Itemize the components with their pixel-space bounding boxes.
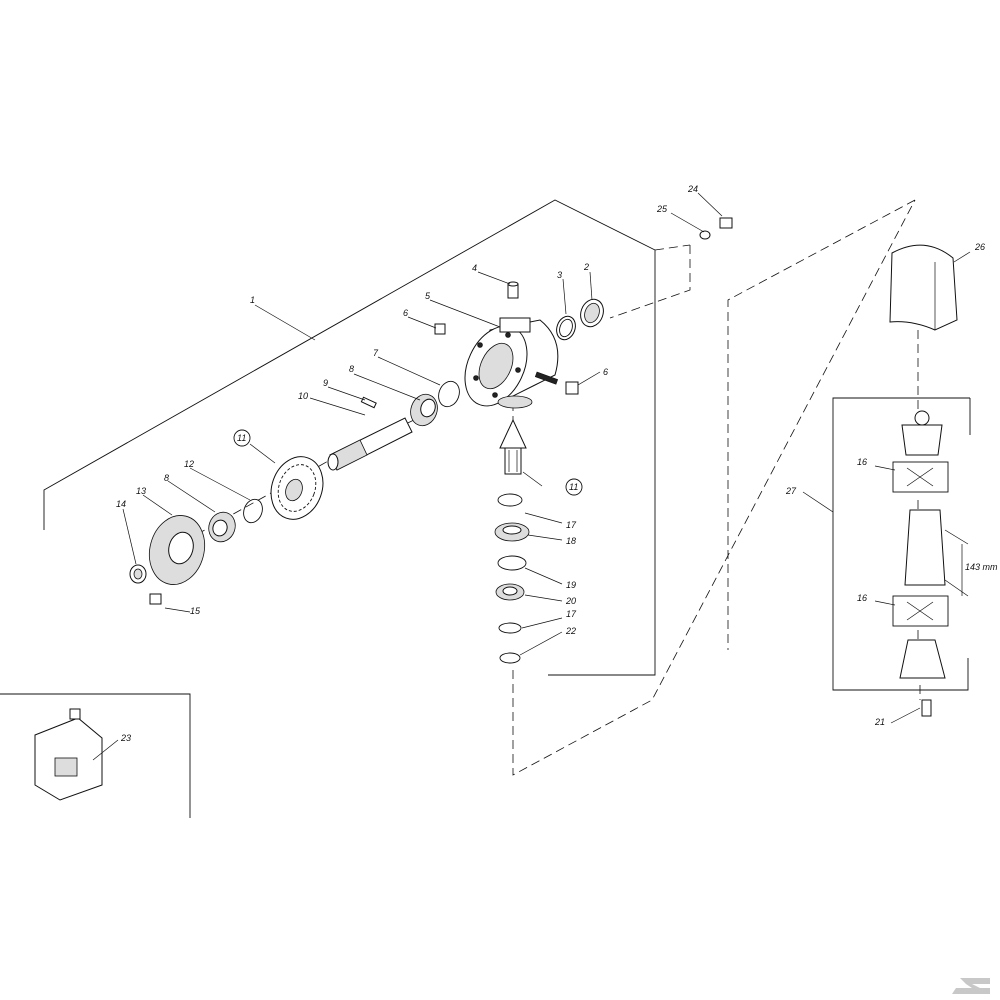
yoke-lower: [899, 639, 946, 679]
part-label-4: 4: [472, 263, 477, 273]
part-label-1: 1: [250, 295, 255, 305]
part-label-9: 9: [323, 378, 328, 388]
part-label-5: 5: [425, 291, 431, 301]
center-yoke: [904, 509, 946, 586]
cover-bolt: [149, 593, 162, 605]
part-label-24: 24: [687, 184, 698, 194]
shield-guard: [889, 244, 958, 331]
part-label-6-side: 6: [603, 367, 608, 377]
part-label-6-upper: 6: [403, 308, 408, 318]
part-label-23: 23: [120, 733, 131, 743]
lower-shim-lower: [498, 622, 522, 634]
drain-plug-side: [534, 371, 579, 395]
bolt-21: [921, 699, 932, 717]
part-label-18: 18: [566, 536, 576, 546]
circlip-22: [499, 652, 521, 664]
taper-bearing-lower: [208, 511, 236, 543]
bearing-cover: [148, 515, 206, 585]
part-label-26: 26: [974, 242, 985, 252]
taper-bearing-upper: [410, 393, 438, 427]
washer-25: [699, 230, 711, 240]
part-labels: 1 2 3 4 5 6 6 7 8 9 10 11 11 12 8 13 14 …: [116, 184, 998, 743]
part-label-17-lower: 17: [566, 609, 577, 619]
dimension-marker: [944, 529, 969, 597]
part-label-8-lower: 8: [164, 473, 169, 483]
part-label-13: 13: [136, 486, 146, 496]
part-label-21: 21: [874, 717, 885, 727]
part-label-12: 12: [184, 459, 194, 469]
part-label-14: 14: [116, 499, 126, 509]
bearing-18: [494, 522, 530, 542]
part-label-16-upper: 16: [857, 457, 867, 467]
kramp-k-logo-icon: [952, 978, 990, 994]
group-27-outline: [832, 397, 971, 691]
cross-kit-upper: [892, 461, 949, 493]
part-label-3: 3: [557, 270, 562, 280]
part-label-8-upper: 8: [349, 364, 354, 374]
part-label-11-gear: 11: [237, 433, 246, 443]
part-label-11-pinion: 11: [569, 482, 578, 492]
part-label-27: 27: [785, 486, 797, 496]
o-ring: [438, 380, 460, 408]
input-shaft: [327, 417, 413, 471]
part-label-16-lower: 16: [857, 593, 867, 603]
part-label-15: 15: [190, 606, 201, 616]
lower-shim-upper: [497, 493, 523, 507]
part-label-19: 19: [566, 580, 576, 590]
dimension-label: 143 mm: [965, 562, 998, 572]
leader-lines: [92, 192, 971, 761]
oil-seal: [580, 298, 604, 328]
cross-kit-lower: [892, 595, 949, 627]
group-1-outline: [43, 199, 656, 676]
part-label-22: 22: [565, 626, 576, 636]
part-label-10: 10: [298, 391, 308, 401]
shaft-key: [360, 396, 377, 409]
yoke-upper: [901, 410, 943, 456]
spacer-19: [497, 555, 527, 571]
shim-ring: [243, 498, 263, 524]
part-label-25: 25: [656, 204, 668, 214]
pinion-gear: [499, 418, 527, 475]
group-23-outline: [0, 693, 191, 818]
snap-ring: [556, 315, 576, 341]
part-label-20: 20: [565, 596, 576, 606]
oil-canister: [34, 708, 103, 801]
gearbox-housing: [464, 317, 559, 409]
part-label-7: 7: [373, 348, 379, 358]
bevel-gear-large: [270, 456, 324, 520]
breather-plug: [507, 281, 519, 299]
bolt-24: [719, 217, 733, 229]
drain-plug-upper: [434, 323, 446, 335]
cover-seal: [129, 564, 147, 584]
part-label-2: 2: [583, 262, 589, 272]
part-label-17-upper: 17: [566, 520, 577, 530]
bearing-20: [495, 583, 525, 601]
